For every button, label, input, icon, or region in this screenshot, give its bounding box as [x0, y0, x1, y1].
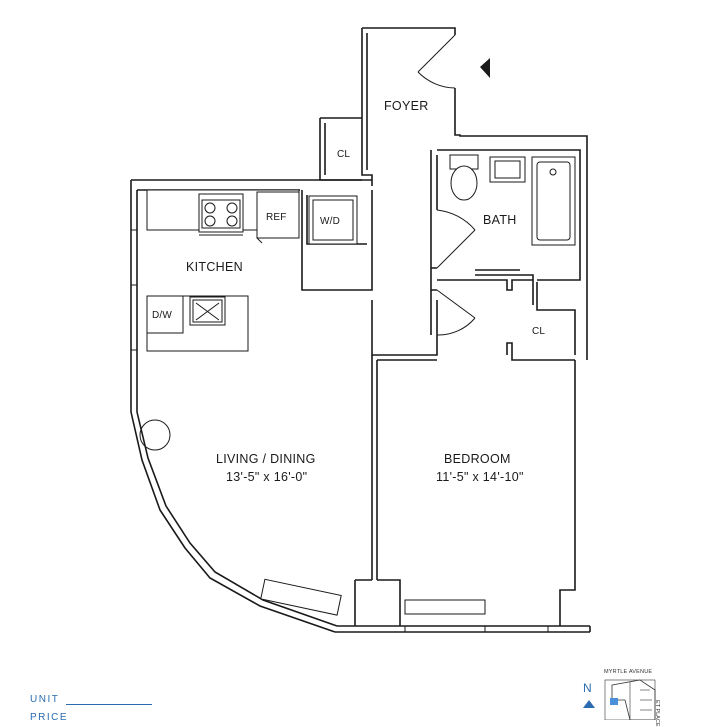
label-bedroom-dims: 11'-5" x 14'-10" — [436, 470, 524, 484]
label-closet-bedroom: CL — [532, 326, 545, 337]
bedroom-door — [436, 289, 476, 336]
label-bedroom: BEDROOM — [444, 452, 511, 466]
label-foyer: FOYER — [384, 99, 429, 113]
label-washer-dryer: W/D — [320, 216, 340, 227]
label-dishwasher: D/W — [152, 310, 172, 321]
bath-door — [436, 209, 476, 269]
north-label: N — [583, 681, 592, 695]
price-label: PRICE — [30, 712, 69, 723]
unit-label: UNIT — [30, 694, 60, 705]
column-icon — [139, 419, 171, 451]
entry-arrow-icon — [480, 58, 490, 78]
refrigerator-icon — [256, 191, 300, 239]
label-living-dining: LIVING / DINING — [216, 452, 316, 466]
washer-dryer-icon — [308, 195, 358, 245]
north-arrow-icon — [583, 700, 595, 708]
street-label-side: ET PLACE — [654, 700, 660, 727]
label-living-dining-dims: 13'-5" x 16'-0" — [226, 470, 307, 484]
label-kitchen: KITCHEN — [186, 260, 243, 274]
bathtub-icon — [531, 156, 576, 246]
bath-fixtures — [449, 154, 576, 246]
key-plan — [604, 679, 656, 720]
label-refrigerator: REF — [266, 212, 287, 223]
unit-value-line — [66, 704, 152, 705]
unit-highlight — [610, 698, 618, 705]
windows — [131, 229, 549, 632]
label-bath: BATH — [483, 213, 517, 227]
label-closet-foyer: CL — [337, 149, 350, 160]
entry-door — [417, 34, 490, 89]
kitchen-counters — [146, 189, 358, 352]
street-label-top: MYRTLE AVENUE — [604, 669, 653, 675]
